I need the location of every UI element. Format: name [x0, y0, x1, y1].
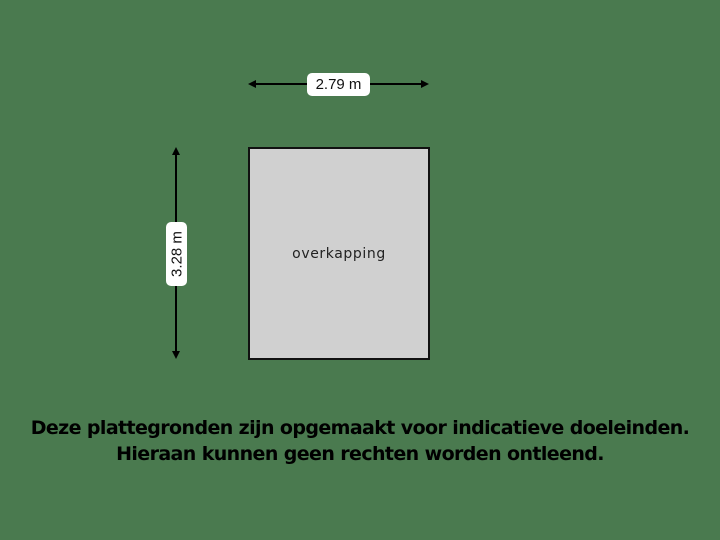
- disclaimer-line-1: Deze plattegronden zijn opgemaakt voor i…: [30, 417, 690, 439]
- disclaimer-line-2: Hieraan kunnen geen rechten worden ontle…: [116, 443, 604, 465]
- room-label: overkapping: [292, 246, 386, 262]
- room-overkapping: overkapping: [248, 147, 430, 360]
- width-dimension-label: 2.79 m: [307, 73, 370, 96]
- height-dimension-text: 3.28 m: [168, 231, 185, 277]
- height-dimension-label: 3.28 m: [166, 222, 187, 286]
